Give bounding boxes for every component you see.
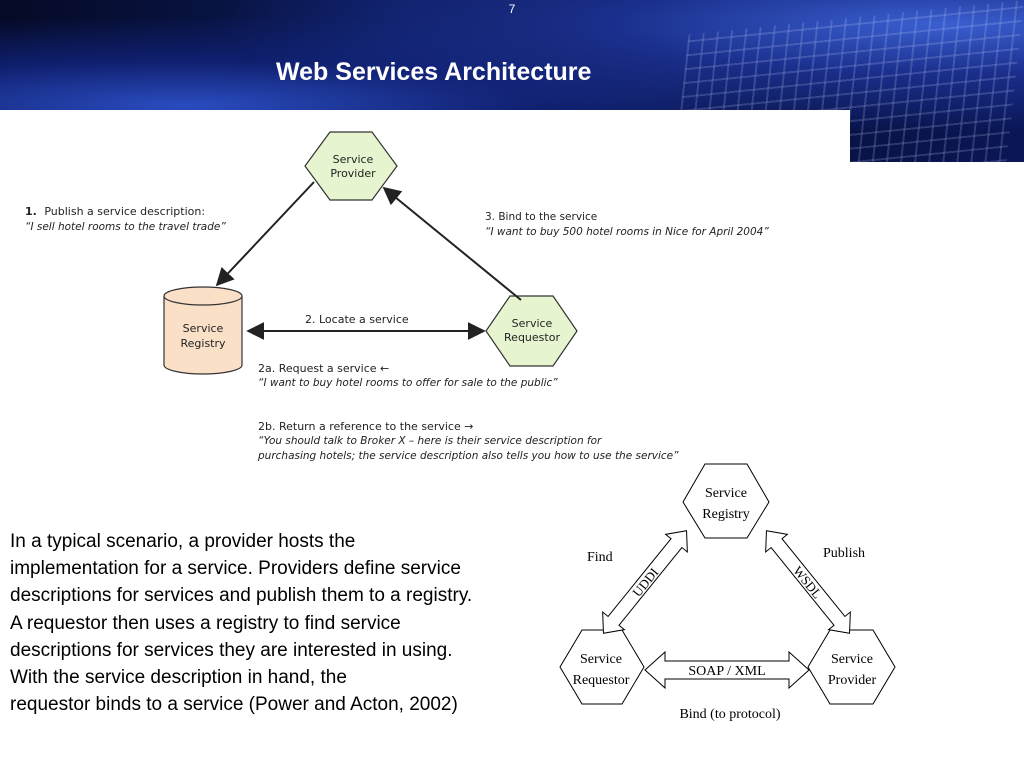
step2a-label: 2a. Request a service ← xyxy=(258,362,389,375)
provider-label-1: Service xyxy=(831,652,873,667)
step2b-quote-line1: “You should talk to Broker X – here is t… xyxy=(258,435,602,447)
body-line: descriptions for services and publish th… xyxy=(10,585,473,607)
registry-hexagon: Service Registry xyxy=(682,463,770,539)
step1-text: Publish a service description: xyxy=(44,205,205,218)
service-requestor-label-1: Service xyxy=(512,317,553,330)
service-requestor-label-2: Requestor xyxy=(504,331,560,344)
step1-number: 1. xyxy=(25,205,37,218)
diagram-panel: Service Provider Service Registry Servic… xyxy=(0,110,850,510)
step1-quote: “I sell hotel rooms to the travel trade” xyxy=(25,221,226,233)
step1-label: 1. Publish a service description: xyxy=(25,205,205,218)
body-line: With the service description in hand, th… xyxy=(10,667,347,689)
service-provider-label-2: Provider xyxy=(330,167,376,180)
bind-arrow xyxy=(382,186,522,301)
bind-label: Bind (to protocol) xyxy=(679,707,780,722)
registry-label-1: Service xyxy=(705,486,747,501)
requestor-label-1: Service xyxy=(580,652,622,667)
registry-label-2: Registry xyxy=(702,507,749,522)
service-provider-label-1: Service xyxy=(333,153,374,166)
find-label: Find xyxy=(587,550,613,565)
slide-title: Web Services Architecture xyxy=(276,58,592,86)
wsdl-label: WSDL xyxy=(790,563,825,601)
body-line: A requestor then uses a registry to find… xyxy=(10,612,401,634)
service-provider-node: Service Provider xyxy=(304,131,398,201)
provider-hexagon: Service Provider xyxy=(807,629,896,705)
step3-quote: “I want to buy 500 hotel rooms in Nice f… xyxy=(485,226,769,238)
publish-label: Publish xyxy=(823,546,865,561)
requestor-hexagon: Service Requestor xyxy=(559,629,645,705)
step2b-label: 2b. Return a reference to the service → xyxy=(258,420,473,433)
service-registry-label-1: Service xyxy=(183,322,224,335)
requestor-label-2: Requestor xyxy=(573,673,630,688)
step2b-quote-line2: purchasing hotels; the service descripti… xyxy=(257,450,679,462)
service-registry-node: Service Registry xyxy=(163,286,243,375)
slide-number: 7 xyxy=(508,2,516,16)
wsdl-arrow: WSDL xyxy=(765,530,851,634)
body-line: requestor binds to a service (Power and … xyxy=(10,694,458,716)
body-line: implementation for a service. Providers … xyxy=(10,558,461,580)
soa-triangle-diagram: Service Registry Service Requestor Servi… xyxy=(559,463,896,722)
uddi-arrow: UDDI xyxy=(602,530,688,634)
publish-arrow xyxy=(215,181,315,287)
body-line: In a typical scenario, a provider hosts … xyxy=(10,531,356,552)
body-paragraph: In a typical scenario, a provider hosts … xyxy=(10,528,570,718)
step2-label: 2. Locate a service xyxy=(305,313,409,326)
soap-arrow: SOAP / XML xyxy=(644,650,810,690)
web-services-diagram: Service Provider Service Registry Servic… xyxy=(25,131,769,462)
provider-label-2: Provider xyxy=(828,673,877,688)
step3-label: 3. Bind to the service xyxy=(485,211,597,223)
service-registry-label-2: Registry xyxy=(180,337,226,350)
body-line: descriptions for services they are inter… xyxy=(10,639,453,661)
service-requestor-node: Service Requestor xyxy=(485,295,578,367)
soap-label: SOAP / XML xyxy=(688,664,765,679)
step2a-quote: “I want to buy hotel rooms to offer for … xyxy=(258,377,558,389)
